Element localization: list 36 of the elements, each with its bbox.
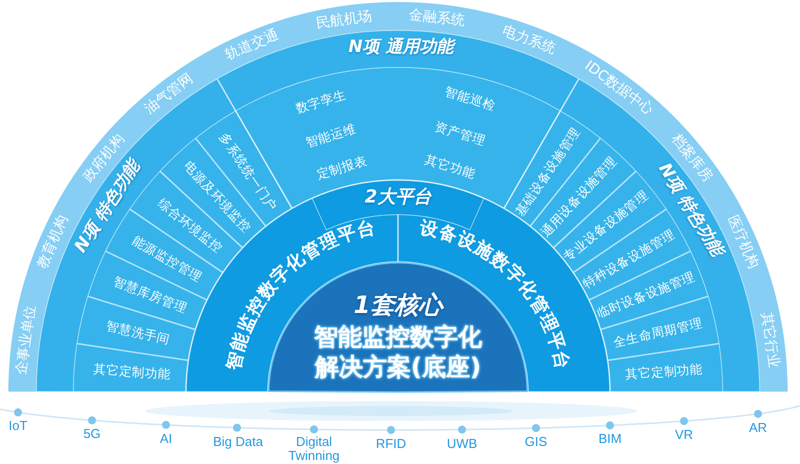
- technology-label: RFID: [376, 436, 406, 451]
- slice-label: 智慧洗手间: [104, 318, 172, 347]
- technology-label: UWB: [446, 436, 478, 451]
- function-label: 智能运维: [304, 122, 358, 150]
- function-label: 其它功能: [423, 152, 477, 182]
- technology-label: IoT: [8, 419, 28, 434]
- slice-label: 其它定制功能: [92, 362, 172, 382]
- slice-label: 其它定制功能: [624, 362, 704, 382]
- technology-label: AI: [160, 432, 172, 446]
- industry-label: 其它行业: [758, 310, 782, 368]
- industry-label: 企事业单位: [12, 304, 38, 376]
- industry-label: 教育机构: [34, 213, 72, 271]
- technology-label: 5G: [83, 427, 101, 442]
- core-subtitle: 智能监控数字化解决方案(底座): [312, 322, 483, 382]
- core-title: 1套核心: [354, 292, 442, 320]
- technology-label: Digital Twinning: [287, 435, 341, 464]
- function-label: 资产管理: [433, 120, 487, 148]
- industry-label: IDC数据中心: [582, 58, 656, 118]
- feature-slice: [73, 343, 189, 392]
- technology-label: BIM: [598, 432, 622, 446]
- technology-label: Big Data: [213, 434, 263, 449]
- industry-label: 金融系统: [408, 7, 466, 29]
- function-label: 智能巡检: [443, 84, 497, 114]
- function-label: 定制报表: [315, 154, 369, 182]
- technology-label: AR: [748, 420, 768, 435]
- slice-label: 全生命周期管理: [612, 316, 704, 350]
- industry-ring: [8, 2, 788, 392]
- industry-label: 民航机场: [314, 8, 373, 32]
- industry-label: 轨道交通: [223, 27, 282, 64]
- tab-title: 2大平台: [364, 188, 432, 208]
- industry-label: 油气管网: [142, 70, 196, 118]
- sector-title: N项 通用功能: [348, 38, 454, 58]
- technology-label: VR: [674, 428, 694, 442]
- industry-label: 电力系统: [500, 22, 558, 57]
- function-label: 数字孪生: [294, 88, 348, 116]
- technology-label: GIS: [524, 435, 548, 450]
